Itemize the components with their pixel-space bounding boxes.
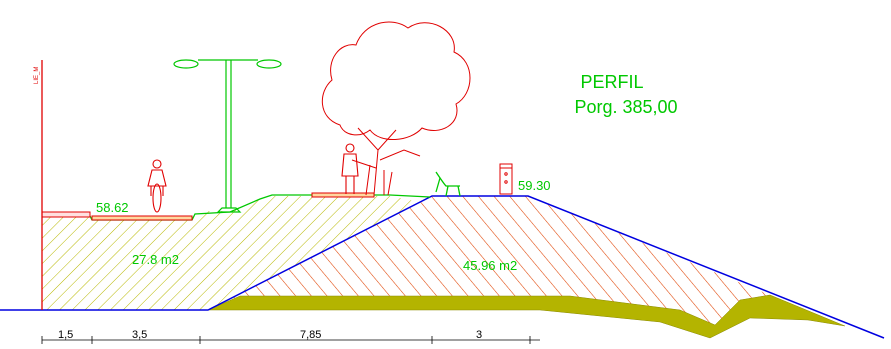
post xyxy=(499,163,513,195)
dimension-label-4: 3 xyxy=(476,329,482,341)
planter-strip xyxy=(311,192,375,198)
elevation-right: 59.30 xyxy=(518,178,551,193)
cut-area-hatch xyxy=(42,196,420,310)
elevation-left: 58.62 xyxy=(96,200,129,215)
area-fill: 45.96 m2 xyxy=(463,258,517,273)
dimension-line xyxy=(41,336,540,344)
soil-layer xyxy=(207,294,846,339)
ground-line xyxy=(0,195,885,339)
limit-label: LIE_M xyxy=(34,67,40,84)
cyclist xyxy=(147,159,167,213)
bike-lane xyxy=(91,215,193,221)
dimension-label-3: 7,85 xyxy=(300,329,321,341)
fill-area-hatch xyxy=(208,196,770,325)
dimension-label-1: 1,5 xyxy=(58,329,73,341)
area-cut: 27.8 m2 xyxy=(132,252,179,267)
sidewalk-left xyxy=(41,211,91,218)
title-line1: PERFIL xyxy=(580,72,643,92)
bench xyxy=(435,171,461,197)
street-lamp xyxy=(173,59,282,213)
tree xyxy=(321,21,471,196)
pedestrian xyxy=(341,143,359,194)
title-line2: Porg. 385,00 xyxy=(574,97,677,117)
dimension-label-2: 3,5 xyxy=(132,329,147,341)
